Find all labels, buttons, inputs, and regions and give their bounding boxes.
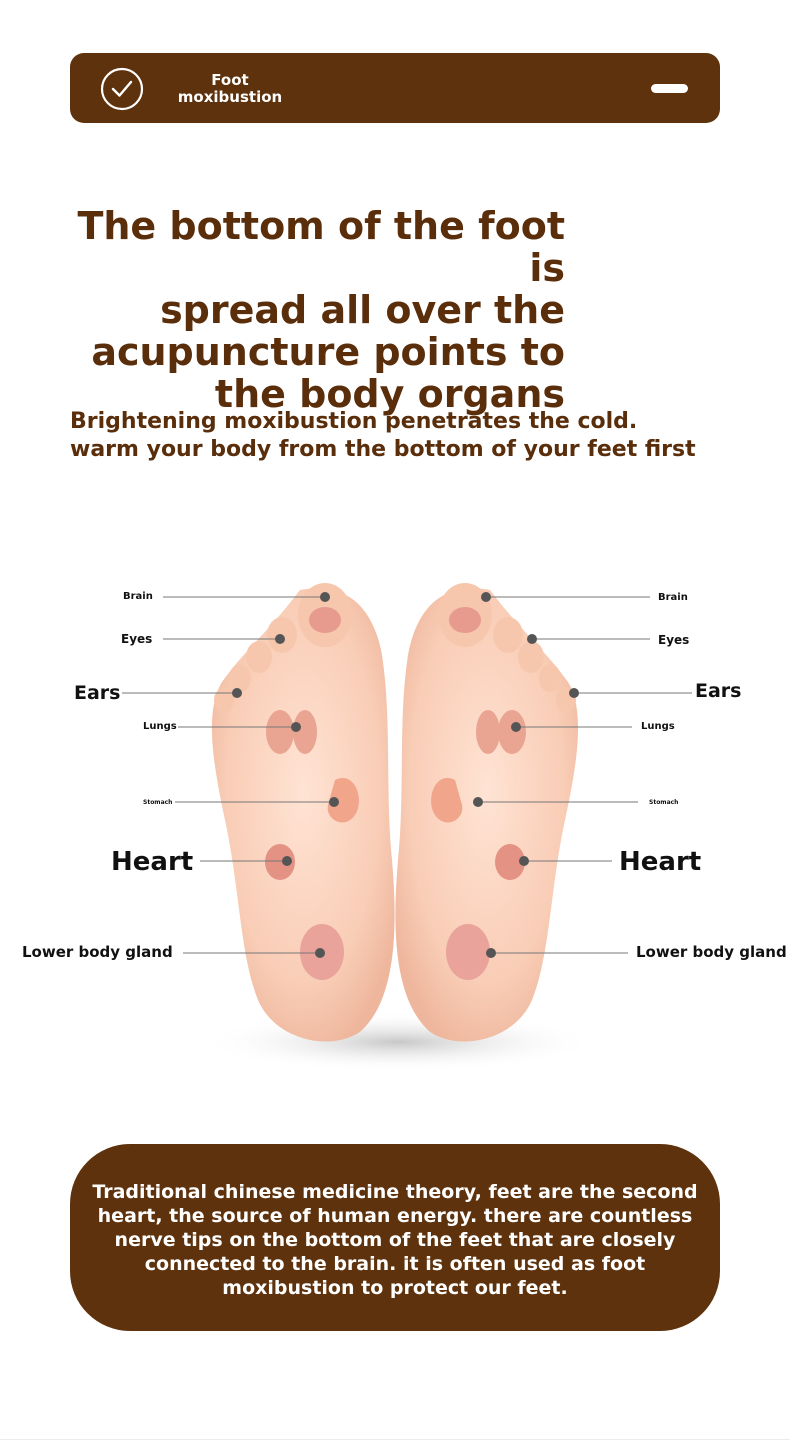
right-label-brain: Brain xyxy=(658,592,688,603)
headline: The bottom of the foot is spread all ove… xyxy=(77,204,565,416)
left-label-heart: Heart xyxy=(111,847,194,877)
left-leader-lines xyxy=(122,596,334,954)
pill-bar-icon[interactable] xyxy=(651,84,688,93)
subheadline: Brightening moxibustion penetrates the c… xyxy=(70,409,696,462)
info-panel xyxy=(70,1144,720,1331)
foot-reflexology-diagram xyxy=(122,583,692,1072)
left-label-stomach: Stomach xyxy=(143,799,173,806)
left-label-brain: Brain xyxy=(123,591,153,602)
left-label-lower-gland: Lower body gland xyxy=(22,943,173,961)
acupoint-dots xyxy=(232,592,579,958)
title-banner xyxy=(70,53,720,123)
left-label-eyes: Eyes xyxy=(121,632,153,646)
right-leader-lines xyxy=(478,596,692,954)
check-circle-icon xyxy=(100,67,144,111)
divider xyxy=(0,1439,790,1440)
right-foot xyxy=(395,583,579,1042)
right-label-ears: Ears xyxy=(695,680,742,702)
right-label-stomach: Stomach xyxy=(649,799,679,806)
right-label-lower-gland: Lower body gland xyxy=(636,943,787,961)
left-label-lungs: Lungs xyxy=(143,721,177,732)
right-label-heart: Heart xyxy=(619,847,702,877)
left-label-ears: Ears xyxy=(74,682,121,704)
right-label-eyes: Eyes xyxy=(658,633,690,647)
info-text: Traditional chinese medicine theory, fee… xyxy=(92,1181,698,1299)
floor-shadow xyxy=(198,1012,598,1072)
right-label-lungs: Lungs xyxy=(641,721,675,732)
left-foot xyxy=(211,583,395,1042)
banner-title: Foot moxibustion xyxy=(177,71,283,106)
